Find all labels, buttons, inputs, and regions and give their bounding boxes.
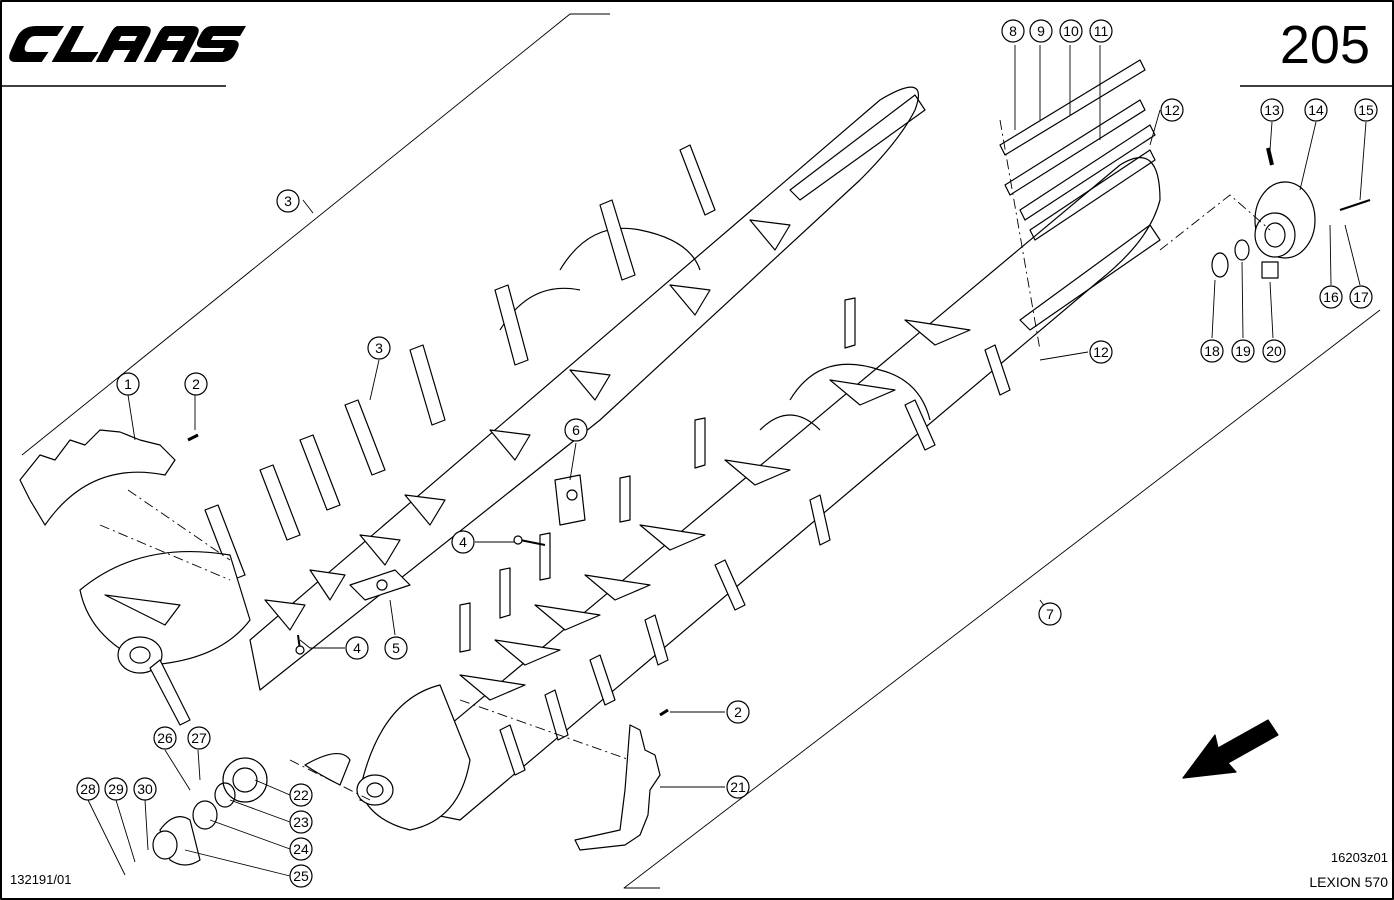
callout-4: 4 xyxy=(345,636,369,660)
drawing-ref: 16203z01 xyxy=(1330,850,1388,865)
callout-26: 26 xyxy=(153,726,177,750)
callout-label: 24 xyxy=(293,841,309,857)
callout-2: 2 xyxy=(726,700,750,724)
callout-13: 13 xyxy=(1260,98,1284,122)
callout-3: 3 xyxy=(276,189,300,213)
callout-label: 27 xyxy=(191,730,207,746)
callout-label: 4 xyxy=(353,640,361,656)
callout-24: 24 xyxy=(289,837,313,861)
callout-label: 1 xyxy=(124,376,132,392)
callout-label: 3 xyxy=(284,193,292,209)
lower-feed-rotor xyxy=(304,149,1161,851)
callout-12: 12 xyxy=(1160,98,1184,122)
callout-29: 29 xyxy=(104,777,128,801)
callout-2: 2 xyxy=(184,372,208,396)
callout-27: 27 xyxy=(187,726,211,750)
upper-feed-rotor xyxy=(19,86,926,726)
callout-label: 23 xyxy=(293,814,309,830)
callout-label: 15 xyxy=(1358,102,1374,118)
callout-label: 2 xyxy=(734,704,742,720)
arrow-down-left-icon xyxy=(1182,719,1279,779)
callout-label: 12 xyxy=(1093,344,1109,360)
callout-label: 14 xyxy=(1308,102,1324,118)
callout-19: 19 xyxy=(1231,339,1255,363)
callout-8: 8 xyxy=(1001,19,1025,43)
callout-12: 12 xyxy=(1089,340,1113,364)
callout-label: 7 xyxy=(1046,606,1054,622)
callout-21: 21 xyxy=(726,775,750,799)
callout-label: 5 xyxy=(392,640,400,656)
callout-label: 26 xyxy=(157,730,173,746)
callout-label: 9 xyxy=(1037,23,1045,39)
callout-3: 3 xyxy=(367,336,391,360)
document-code: 132191/01 xyxy=(10,872,72,887)
callout-label: 30 xyxy=(137,781,153,797)
callout-label: 11 xyxy=(1094,23,1109,39)
callout-23: 23 xyxy=(289,810,313,834)
callout-label: 17 xyxy=(1353,289,1369,305)
callout-4: 4 xyxy=(451,530,475,554)
callout-28: 28 xyxy=(76,777,100,801)
callout-16: 16 xyxy=(1319,285,1343,309)
callout-label: 12 xyxy=(1164,102,1180,118)
callout-5: 5 xyxy=(384,636,408,660)
callout-22: 22 xyxy=(289,783,313,807)
callout-label: 3 xyxy=(375,340,383,356)
page-number: 205 xyxy=(1279,15,1370,75)
callout-7: 7 xyxy=(1038,602,1062,626)
callout-label: 25 xyxy=(293,868,309,884)
callout-30: 30 xyxy=(133,777,157,801)
model-name: LEXION 570 xyxy=(1309,874,1388,890)
claas-logo xyxy=(9,26,246,62)
callout-20: 20 xyxy=(1262,339,1286,363)
upper-rotor-paddles xyxy=(204,144,791,631)
callout-label: 10 xyxy=(1063,23,1079,39)
callout-14: 14 xyxy=(1304,98,1328,122)
callout-label: 16 xyxy=(1323,289,1339,305)
upper-rotor-strip xyxy=(789,94,926,201)
callout-label: 8 xyxy=(1009,23,1017,39)
callout-label: 21 xyxy=(730,779,746,795)
callout-label: 13 xyxy=(1264,102,1280,118)
callout-9: 9 xyxy=(1029,19,1053,43)
lower-rotor-paddles xyxy=(459,297,1011,776)
callout-6: 6 xyxy=(564,418,588,442)
leader-lines xyxy=(21,13,1381,889)
callout-label: 20 xyxy=(1266,343,1282,359)
callout-15: 15 xyxy=(1354,98,1378,122)
callout-11: 11 xyxy=(1089,19,1113,43)
callout-label: 4 xyxy=(459,534,467,550)
callout-label: 6 xyxy=(572,422,580,438)
callout-17: 17 xyxy=(1349,285,1373,309)
callout-1: 1 xyxy=(116,372,140,396)
callout-label: 18 xyxy=(1204,343,1220,359)
callout-label: 2 xyxy=(192,376,200,392)
callout-label: 29 xyxy=(108,781,124,797)
callout-label: 19 xyxy=(1235,343,1251,359)
callout-label: 28 xyxy=(80,781,96,797)
callout-10: 10 xyxy=(1059,19,1083,43)
callout-18: 18 xyxy=(1200,339,1224,363)
callout-25: 25 xyxy=(289,864,313,888)
hardware-parts xyxy=(152,59,1371,866)
callout-label: 22 xyxy=(293,787,309,803)
